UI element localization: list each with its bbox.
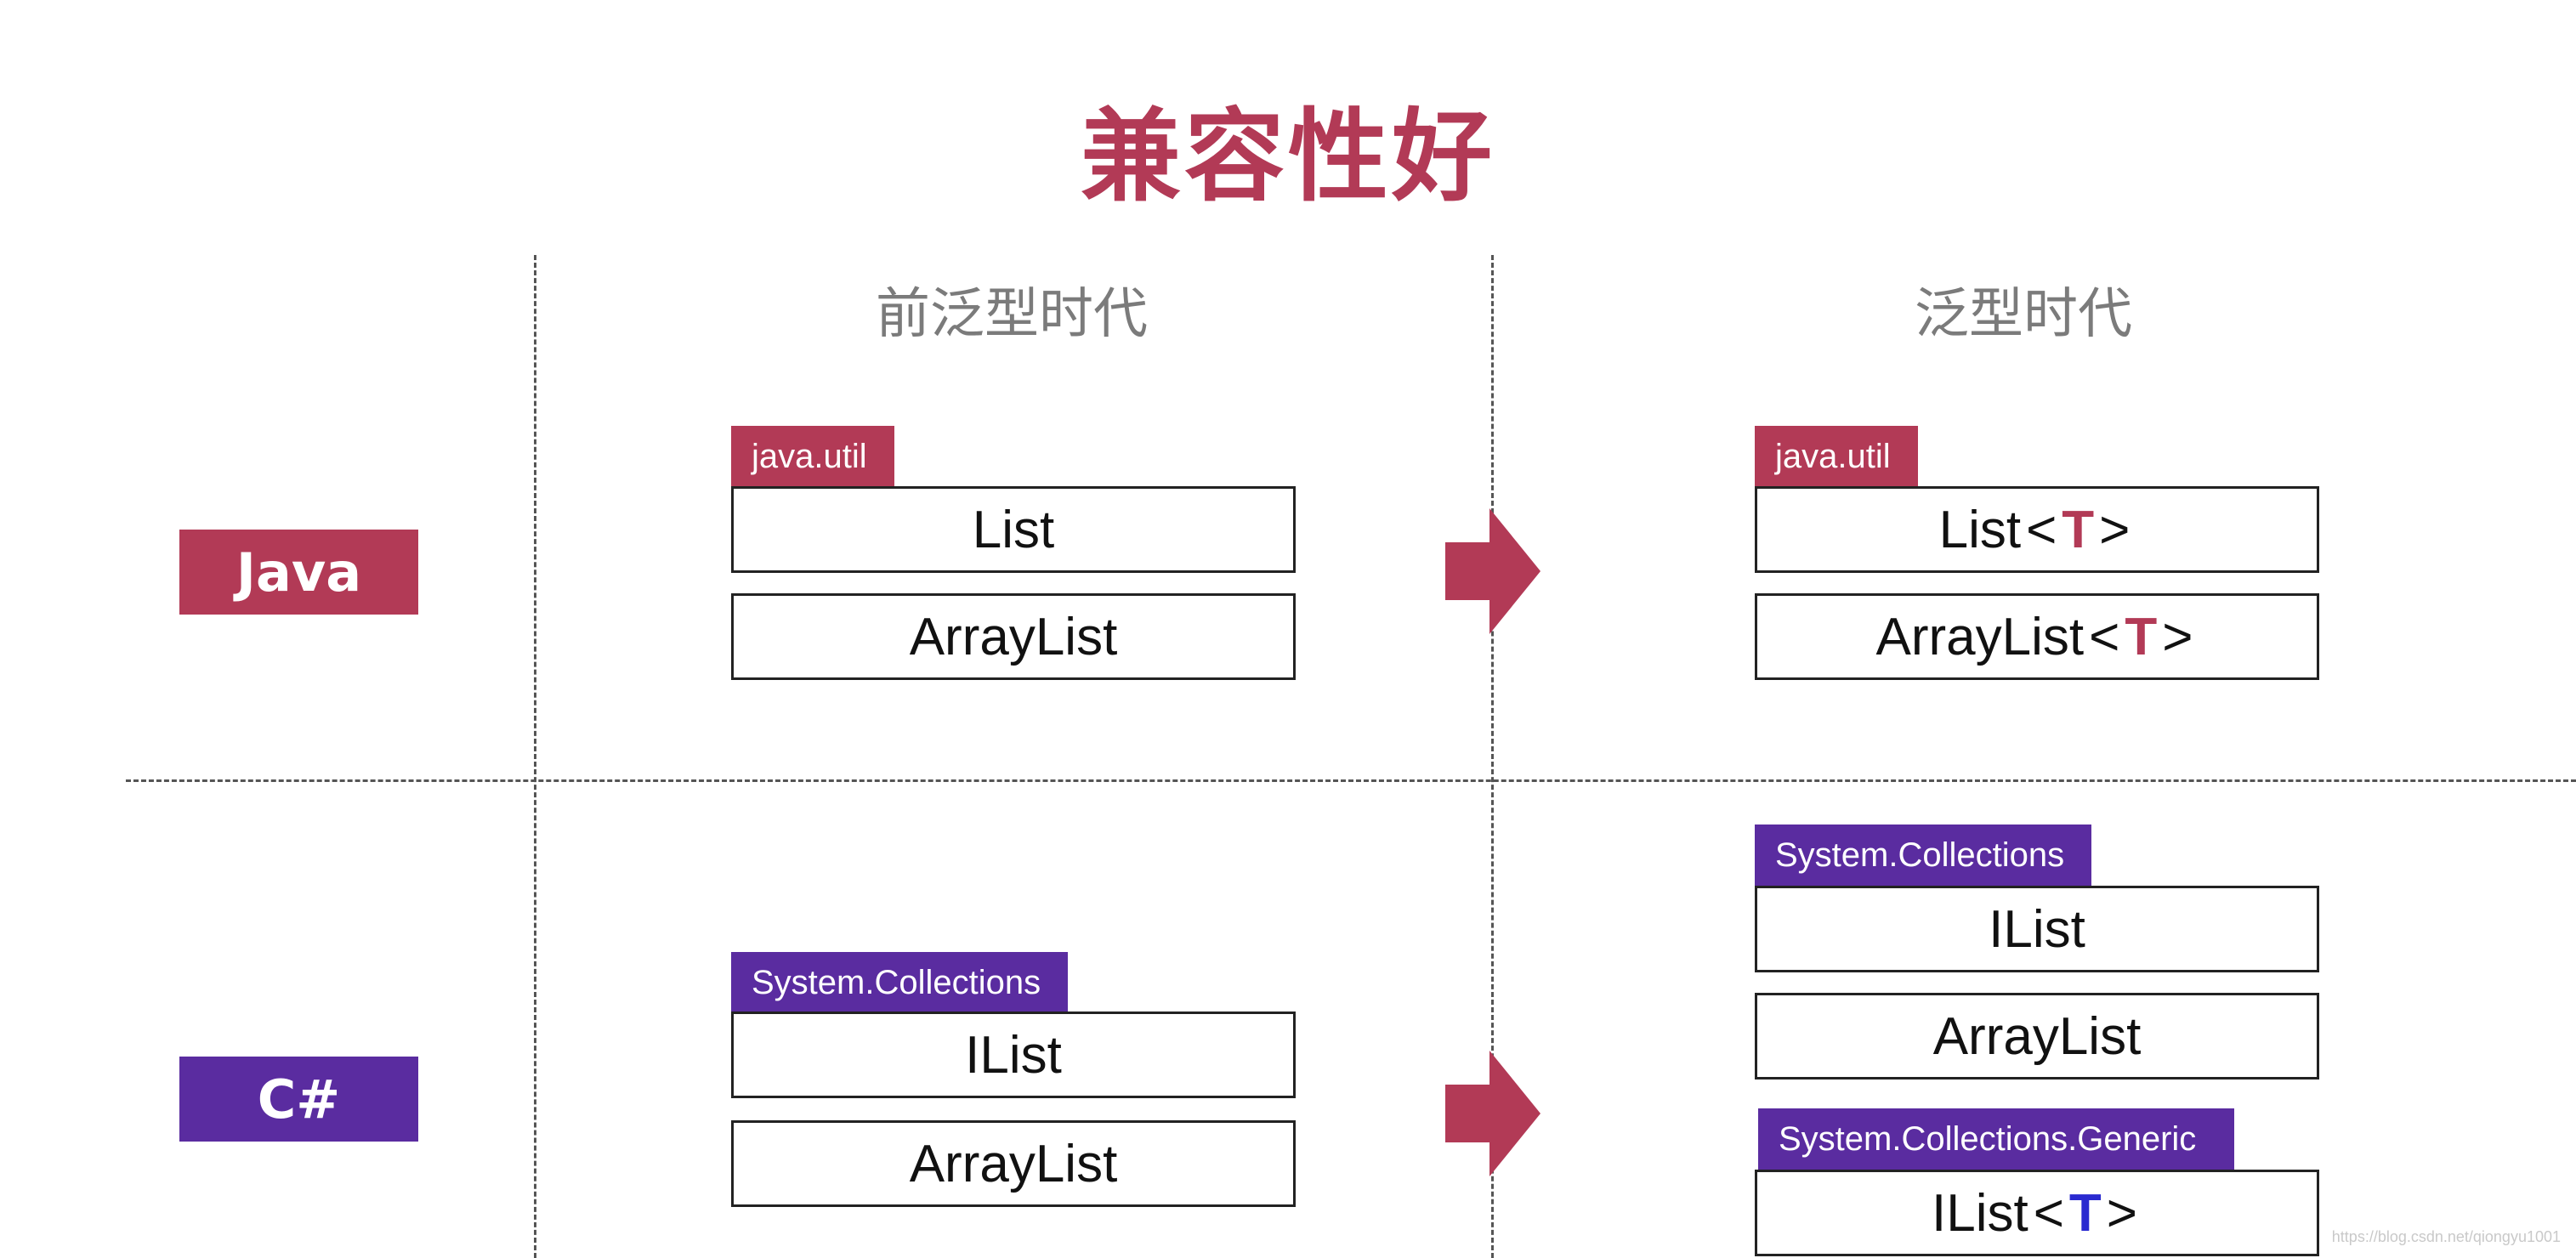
class-box-csharp-ilist: IList xyxy=(731,1012,1296,1098)
class-box-csharp-generic-ilist: IList<T> xyxy=(1755,1170,2319,1256)
right-arrow-icon xyxy=(1445,1051,1540,1176)
type-parameter: T xyxy=(2062,500,2095,559)
class-box-java-list: List xyxy=(731,486,1296,573)
type-parameter: T xyxy=(2068,1183,2102,1243)
right-arrow-icon xyxy=(1445,508,1540,634)
class-box-csharp-post-ilist: IList xyxy=(1755,886,2319,972)
namespace-tag-csharp-generic: System.Collections.Generic xyxy=(1758,1108,2234,1170)
angle-open: < xyxy=(2033,1183,2064,1243)
namespace-tag-csharp-post: System.Collections xyxy=(1755,824,2091,886)
angle-close: > xyxy=(2099,500,2131,559)
namespace-tag-java-pre: java.util xyxy=(731,426,894,487)
angle-close: > xyxy=(2162,607,2193,666)
column-header-pre-generic: 前泛型时代 xyxy=(876,283,1148,346)
class-box-java-generic-arraylist: ArrayList<T> xyxy=(1755,593,2319,680)
language-label-java: Java xyxy=(179,530,418,615)
type-parameter: T xyxy=(2125,607,2158,666)
angle-open: < xyxy=(2026,500,2057,559)
language-label-csharp: C# xyxy=(179,1057,418,1142)
divider-horizontal xyxy=(126,779,2576,782)
divider-vertical-right xyxy=(1491,255,1494,1258)
angle-close: > xyxy=(2106,1183,2138,1243)
class-box-java-generic-list: List<T> xyxy=(1755,486,2319,573)
class-name: ArrayList xyxy=(1875,607,2085,666)
angle-open: < xyxy=(2089,607,2120,666)
slide-title: 兼容性好 xyxy=(1080,98,1495,215)
namespace-tag-java-post: java.util xyxy=(1755,426,1918,487)
class-box-csharp-post-arraylist: ArrayList xyxy=(1755,993,2319,1080)
class-box-java-arraylist: ArrayList xyxy=(731,593,1296,680)
class-name: List xyxy=(1938,500,2022,559)
watermark: https://blog.csdn.net/qiongyu1001 xyxy=(2331,1228,2561,1245)
column-header-generic: 泛型时代 xyxy=(1915,283,2132,346)
class-name: IList xyxy=(1931,1183,2028,1243)
namespace-tag-csharp-pre: System.Collections xyxy=(731,952,1068,1013)
class-box-csharp-arraylist: ArrayList xyxy=(731,1120,1296,1207)
divider-vertical-left xyxy=(534,255,536,1258)
